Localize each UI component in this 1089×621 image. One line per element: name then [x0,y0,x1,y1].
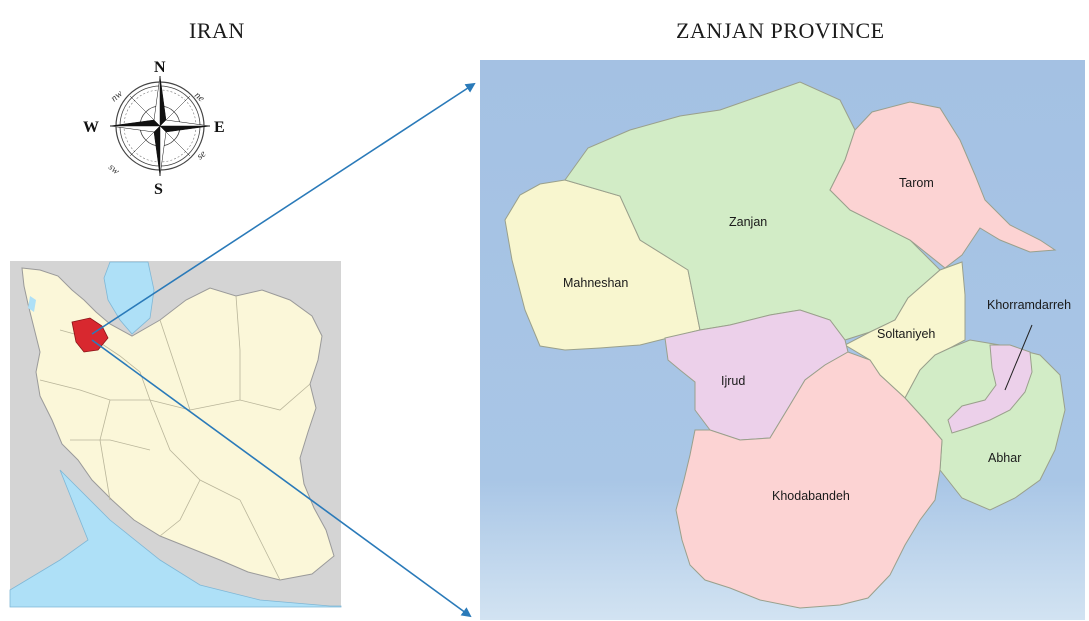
zanjan-province-title: ZANJAN PROVINCE [676,18,885,43]
lake-urmia [28,296,36,312]
label-abhar: Abhar [988,451,1021,465]
label-khorramdarreh: Khorramdarreh [987,298,1071,312]
arrow-lower [91,339,472,618]
zanjan-highlight [71,317,109,353]
label-khodabandeh: Khodabandeh [772,489,850,503]
arrow-upper [91,82,476,335]
region-tarom [829,101,1057,269]
label-mahneshan: Mahneshan [563,276,628,290]
compass-ne-label: ne [192,90,207,105]
compass-rose: N S E W ne nw se sw [83,59,225,198]
compass-s-label: S [154,181,163,198]
label-soltaniyeh: Soltaniyeh [877,327,935,341]
khorramdarreh-leader [1004,324,1033,391]
persian-gulf [9,469,342,608]
compass-n-label: N [154,59,166,76]
compass-e-label: E [214,119,225,136]
zanjan-province-map: Zanjan Tarom Mahneshan Soltaniyeh Khorra… [480,60,1085,620]
region-khodabandeh [675,351,943,609]
label-zanjan: Zanjan [729,215,767,229]
label-ijrud: Ijrud [721,374,745,388]
iran-title: IRAN [189,18,245,43]
label-tarom: Tarom [899,176,934,190]
compass-w-label: W [83,119,99,136]
compass-sw-label: sw [106,162,121,177]
region-khorramdarreh [947,344,1033,434]
iran-locator-map [9,261,342,608]
caspian-sea [103,261,155,335]
